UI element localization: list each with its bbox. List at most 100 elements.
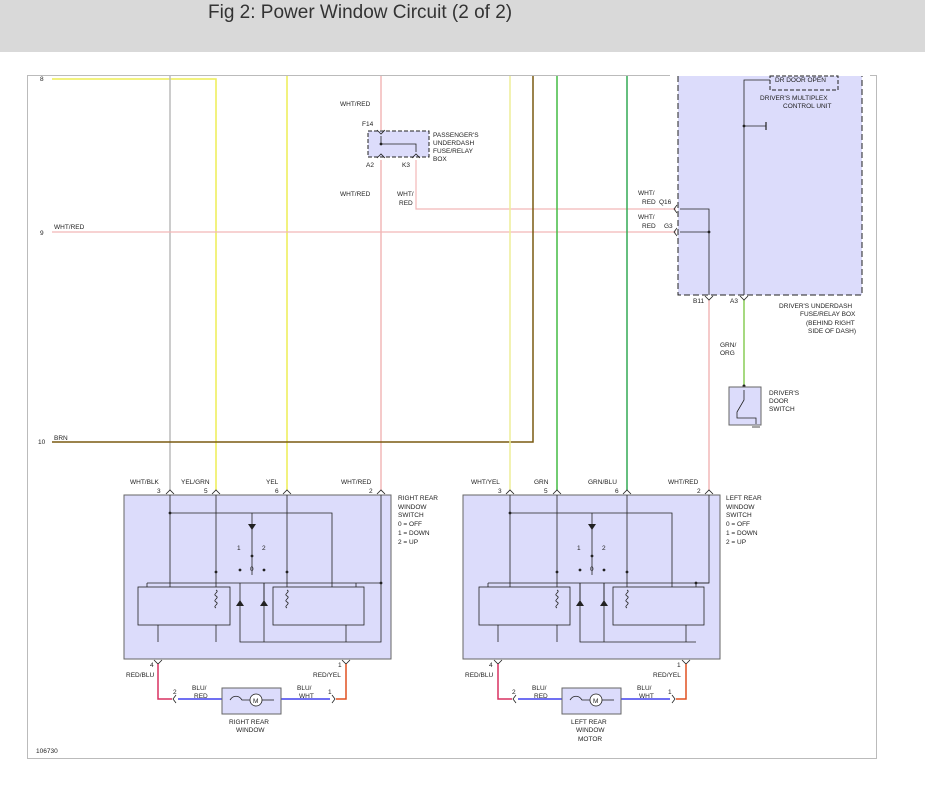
connector-carets xyxy=(505,489,714,495)
wire-brown xyxy=(52,76,534,443)
wire-label: WHT/BLK xyxy=(130,479,160,486)
pin-label: 4 xyxy=(489,662,493,669)
component-label: 1 = DOWN xyxy=(726,530,758,537)
component-label: 0 = OFF xyxy=(398,521,422,528)
junction-dot xyxy=(285,570,289,574)
junction-dot xyxy=(590,554,594,558)
junction-dot xyxy=(262,568,266,572)
component-label: 0 = OFF xyxy=(726,521,750,528)
component-label: SWITCH xyxy=(769,406,795,413)
junction-dot xyxy=(694,581,698,585)
wire-label: BLU/ xyxy=(192,685,207,692)
wire-label: GRN/BLU xyxy=(588,479,617,486)
pin-label: 5 xyxy=(204,488,208,495)
diode-icon xyxy=(588,524,596,530)
junction-dot xyxy=(742,124,746,128)
mcu-internal-wire xyxy=(743,79,770,295)
component-label: LEFT REAR xyxy=(726,495,762,502)
header-bar: Fig 2: Power Window Circuit (2 of 2) xyxy=(0,0,925,52)
wire-label: YEL/GRN xyxy=(181,479,210,486)
connector-caret xyxy=(331,694,336,704)
wire-red-yel xyxy=(336,664,347,700)
wire-label: WHT xyxy=(299,693,314,700)
wire-label: WHT/RED xyxy=(340,101,371,108)
motor-winding xyxy=(569,695,590,701)
component-label: 1 = DOWN xyxy=(398,530,430,537)
connector-carets xyxy=(153,659,351,665)
pin-label: 6 xyxy=(615,488,619,495)
wire-label: BLU/ xyxy=(297,685,312,692)
junction-dot xyxy=(214,570,218,574)
pin-label: 2 xyxy=(512,689,516,696)
pin-label: 2 xyxy=(173,689,177,696)
wire-label: RED/YEL xyxy=(653,672,681,679)
motor-icon-label: M xyxy=(253,698,258,705)
wire-label: WHT/ xyxy=(638,214,655,221)
junction-dot xyxy=(625,570,629,574)
pin-label: K3 xyxy=(402,162,410,169)
pin-label: 2 xyxy=(369,488,373,495)
switch-position: 2 xyxy=(602,545,606,552)
pin-label: 3 xyxy=(498,488,502,495)
diode-icon xyxy=(248,524,256,530)
diagram-code: 106730 xyxy=(36,748,58,755)
component-label: CONTROL UNIT xyxy=(783,103,832,110)
component-label: PASSENGER'S xyxy=(433,132,479,139)
wire-label: WHT/YEL xyxy=(471,479,500,486)
pin-label: G3 xyxy=(664,223,673,230)
component-label: FUSE/RELAY BOX xyxy=(800,311,856,318)
switch-position: 1 xyxy=(577,545,581,552)
wire-red-yel xyxy=(676,664,687,700)
diode-icon xyxy=(576,600,584,606)
connector-carets xyxy=(493,659,691,665)
pin-label: 1 xyxy=(328,689,332,696)
diode-icon xyxy=(260,600,268,606)
switch-position: 2 xyxy=(262,545,266,552)
switch-position: 1 xyxy=(237,545,241,552)
wire-label: WHT/RED xyxy=(668,479,699,486)
component-label: DOOR xyxy=(769,398,789,405)
diagram-frame xyxy=(27,75,877,759)
component-label: DRIVER'S MULTIPLEX xyxy=(760,95,828,102)
left-rear-switch-group: WHT/YEL GRN GRN/BLU WHT/RED 3 5 6 2 xyxy=(462,479,762,700)
motor-winding xyxy=(229,695,250,701)
wire-label: WHT/ xyxy=(397,191,414,198)
pin-label: 2 xyxy=(697,488,701,495)
junction-dot xyxy=(250,554,254,558)
wire-label: YEL xyxy=(266,479,279,486)
switch-internals xyxy=(137,495,382,643)
wire-label: GRN xyxy=(534,479,549,486)
wire-label: RED/BLU xyxy=(465,672,493,679)
component-label: SIDE OF DASH) xyxy=(808,328,856,335)
component-label: RIGHT REAR xyxy=(229,719,269,726)
door-switch-symbol xyxy=(736,390,757,424)
junction-dot xyxy=(707,230,711,234)
component-label: LEFT REAR xyxy=(571,719,607,726)
multiplex-control-unit xyxy=(769,75,839,91)
junction-dot xyxy=(379,142,383,146)
component-label: MOTOR xyxy=(578,736,602,743)
right-rear-window-switch xyxy=(123,494,392,660)
pin-label: 1 xyxy=(677,662,681,669)
pin-label: 1 xyxy=(668,689,672,696)
wire-label: RED xyxy=(194,693,208,700)
wire-label: WHT xyxy=(639,693,654,700)
switch-position: 0 xyxy=(590,566,594,573)
component-label: (BEHIND RIGHT xyxy=(806,320,855,327)
pin-label: 1 xyxy=(338,662,342,669)
motor-icon xyxy=(589,693,603,707)
wire-yellow-rail xyxy=(52,78,217,490)
wire-label: RED xyxy=(399,200,413,207)
left-rear-window-switch xyxy=(462,494,721,660)
pin-label: 4 xyxy=(150,662,154,669)
pin-label: B11 xyxy=(693,298,704,305)
pin-label: 3 xyxy=(157,488,161,495)
fuse-internal-wire xyxy=(380,136,417,152)
component-label: UNDERDASH xyxy=(433,140,474,147)
component-label: 2 = UP xyxy=(726,539,746,546)
wire-label: RED xyxy=(642,223,656,230)
component-label: FUSE/RELAY xyxy=(433,148,474,155)
junction-dot xyxy=(379,581,383,585)
switch-internals xyxy=(478,495,710,643)
